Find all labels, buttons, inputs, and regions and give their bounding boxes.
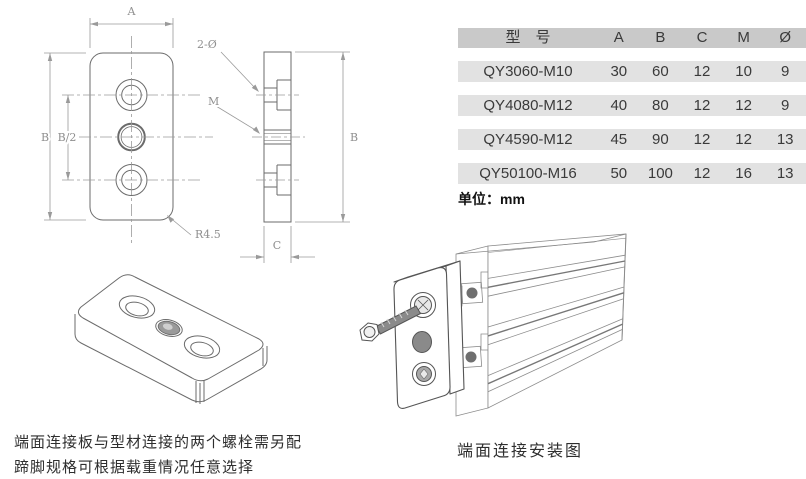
value-cell: 100 <box>647 165 673 182</box>
col-header-b: B <box>655 29 666 46</box>
thread-callout-label: M <box>208 95 219 108</box>
value-cell: 12 <box>693 131 711 148</box>
hole-callout-leaders <box>215 51 260 134</box>
value-cell: 50 <box>610 165 628 182</box>
assembly-caption: 端面连接安装图 <box>457 443 584 460</box>
value-cell: 13 <box>776 131 794 148</box>
dimension-b-right <box>295 51 350 223</box>
orthographic-drawing: A B B/2 R4.5 2-Ø M <box>39 3 360 263</box>
unit-label: 单位：mm <box>458 191 525 207</box>
value-cell: 10 <box>735 63 752 80</box>
dim-b-side-label: B <box>350 131 358 144</box>
value-cell: 12 <box>735 97 752 114</box>
col-header-m: M <box>737 29 750 46</box>
col-header-a: A <box>613 29 624 46</box>
dimension-a <box>89 18 174 48</box>
side-view-centerlines <box>252 94 305 181</box>
col-header-model: 型 号 <box>505 29 551 46</box>
dim-b-label: B <box>41 131 49 144</box>
value-cell: 13 <box>776 165 794 182</box>
model-cell: QY4590-M12 <box>483 131 573 148</box>
value-cell: 80 <box>652 97 669 114</box>
model-cell: QY50100-M16 <box>479 165 577 182</box>
extrusion-profile <box>455 233 627 417</box>
front-view-centerlines <box>62 36 213 245</box>
col-header-c: C <box>696 29 708 46</box>
value-cell: 9 <box>781 97 790 114</box>
hex-bolt <box>359 305 422 342</box>
assembly-drawing <box>359 233 627 417</box>
spec-table: 型 号 A B C M Ø QY3060-M10 30 60 12 10 9 Q… <box>458 28 806 197</box>
value-cell: 12 <box>693 97 711 114</box>
table-row: QY4080-M12 40 80 12 12 9 <box>458 95 806 116</box>
value-cell: 12 <box>693 63 711 80</box>
isometric-plate-body <box>74 274 268 404</box>
table-row: QY4590-M12 45 90 12 12 13 <box>458 129 806 150</box>
value-cell: 45 <box>610 131 628 148</box>
dim-b-half-label: B/2 <box>58 131 77 144</box>
note-text: 端面连接板与型材连接的两个螺栓需另配 蹄脚规格可根据载重情况任意选择 <box>14 430 302 479</box>
model-cell: QY4080-M12 <box>483 97 573 114</box>
corner-radius-leader <box>167 215 192 236</box>
value-cell: 16 <box>735 165 752 182</box>
corner-radius-label: R4.5 <box>195 228 221 241</box>
isometric-plate-drawing <box>74 274 268 404</box>
value-cell: 12 <box>735 131 752 148</box>
table-row: QY3060-M10 30 60 12 10 9 <box>458 61 806 82</box>
value-cell: 12 <box>693 165 711 182</box>
holes-callout-label: 2-Ø <box>197 38 217 51</box>
col-header-diameter: Ø <box>779 29 791 46</box>
value-cell: 60 <box>652 63 669 80</box>
dim-c-label: C <box>273 239 281 252</box>
value-cell: 40 <box>610 97 628 114</box>
table-header-row: 型 号 A B C M Ø <box>458 28 806 48</box>
dimension-b-left <box>44 52 86 221</box>
note-line-2: 蹄脚规格可根据载重情况任意选择 <box>14 459 255 476</box>
value-cell: 9 <box>781 63 790 80</box>
note-line-1: 端面连接板与型材连接的两个螺栓需另配 <box>14 434 303 451</box>
model-cell: QY3060-M10 <box>483 63 573 80</box>
dim-a-label: A <box>127 5 137 18</box>
dimension-c <box>240 226 315 263</box>
table-row: QY50100-M16 50 100 12 16 13 <box>458 163 806 184</box>
value-cell: 90 <box>652 131 669 148</box>
value-cell: 30 <box>610 63 628 80</box>
